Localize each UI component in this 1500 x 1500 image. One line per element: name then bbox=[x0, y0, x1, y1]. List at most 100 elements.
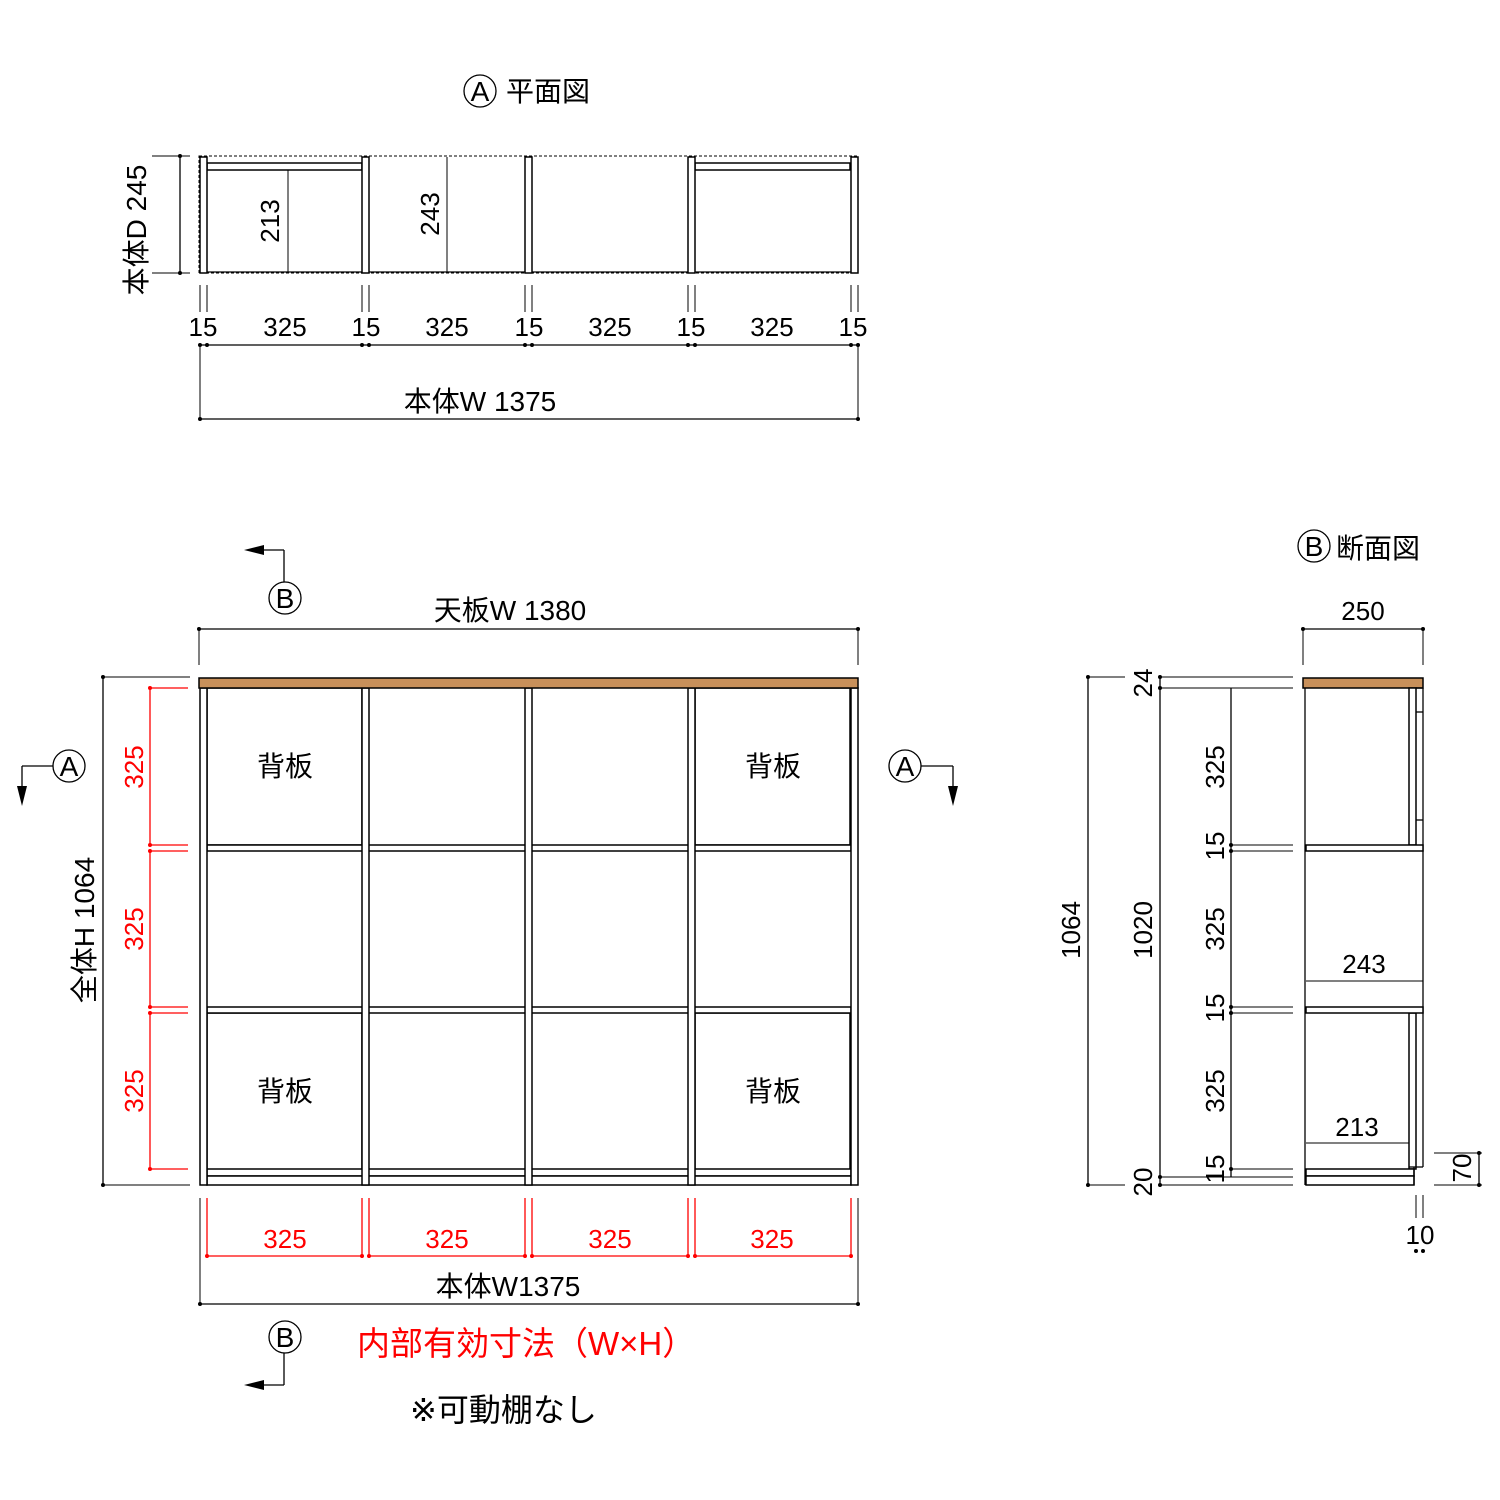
dimension-tick bbox=[693, 1254, 697, 1258]
dimension-tick bbox=[686, 1254, 690, 1258]
top-board bbox=[198, 677, 859, 689]
dimension-tick bbox=[148, 843, 152, 847]
dimension-tick bbox=[198, 1302, 202, 1306]
inner-height-3: 325 bbox=[119, 1069, 149, 1112]
plan-width-segment: 15 bbox=[189, 312, 218, 342]
side-panel bbox=[524, 687, 533, 1186]
arrow-icon bbox=[948, 786, 958, 806]
plan-width-segment: 325 bbox=[750, 312, 793, 342]
dimension-tick bbox=[148, 686, 152, 690]
dimension-tick bbox=[856, 417, 860, 421]
plan-depth-label: 本体D 245 bbox=[121, 165, 152, 296]
plan-width-segment: 15 bbox=[352, 312, 381, 342]
plinth bbox=[1305, 1175, 1415, 1186]
inner-dimension-note: 内部有効寸法（W×H） bbox=[357, 1325, 695, 1362]
dimension-tick bbox=[1477, 1183, 1481, 1187]
back-panel-label: 背板 bbox=[257, 1076, 313, 1107]
inner-width-4: 325 bbox=[750, 1224, 793, 1254]
view-mark-left: A bbox=[60, 751, 79, 782]
inner-height-1: 325 bbox=[119, 745, 149, 788]
dimension-tick bbox=[101, 675, 105, 679]
plan-width-segment: 15 bbox=[515, 312, 544, 342]
back-panel bbox=[694, 687, 851, 846]
dimension-tick bbox=[856, 627, 860, 631]
dimension-tick bbox=[1477, 1151, 1481, 1155]
plan-inner-back: 213 bbox=[255, 199, 285, 242]
back-panel-label: 背板 bbox=[257, 751, 313, 782]
dimension-tick bbox=[178, 271, 182, 275]
front-geometry bbox=[17, 545, 958, 1390]
dimension-tick bbox=[849, 343, 853, 347]
back-panel-strip bbox=[694, 162, 851, 171]
plan-title: 平面図 bbox=[506, 76, 590, 107]
dimension-tick bbox=[360, 1254, 364, 1258]
dimension-tick bbox=[101, 1183, 105, 1187]
section-depth-label: 250 bbox=[1341, 596, 1384, 626]
section-top-thickness: 24 bbox=[1128, 669, 1158, 698]
dimension-tick bbox=[360, 343, 364, 347]
plan-width-label: 本体W 1375 bbox=[404, 386, 557, 417]
shelf bbox=[1305, 1006, 1424, 1014]
section-mark: B bbox=[1305, 531, 1324, 562]
dimension-tick bbox=[205, 1254, 209, 1258]
dimension-tick bbox=[856, 1302, 860, 1306]
dimension-tick bbox=[178, 154, 182, 158]
no-adjustable-shelf-note: ※可動棚なし bbox=[410, 1392, 597, 1428]
plan-mark: A bbox=[471, 76, 490, 107]
section-stack-value: 325 bbox=[1200, 907, 1230, 950]
plan-width-segment: 325 bbox=[588, 312, 631, 342]
back-panel bbox=[1408, 1012, 1417, 1170]
dimension-tick bbox=[1421, 1249, 1425, 1253]
plan-geometry bbox=[152, 154, 859, 275]
section-body-height: 1020 bbox=[1128, 901, 1158, 959]
side-panel bbox=[199, 687, 208, 1186]
dimension-tick bbox=[367, 343, 371, 347]
dimension-tick bbox=[1421, 627, 1425, 631]
section-total-height: 1064 bbox=[1056, 901, 1086, 959]
dimension-tick bbox=[530, 343, 534, 347]
dimension-tick bbox=[205, 343, 209, 347]
bottom-shelf bbox=[1305, 1168, 1415, 1177]
side-panel bbox=[850, 687, 859, 1186]
section-stack-value: 325 bbox=[1200, 745, 1230, 788]
plan-width-segment: 325 bbox=[425, 312, 468, 342]
section-stack-value: 15 bbox=[1200, 1155, 1230, 1184]
shelf bbox=[1305, 844, 1424, 852]
side-panel bbox=[687, 156, 696, 274]
side-panel bbox=[361, 156, 370, 274]
dimension-tick bbox=[367, 1254, 371, 1258]
section-mark-circle bbox=[1297, 529, 1331, 563]
section-inner-full: 243 bbox=[1342, 949, 1385, 979]
dimension-tick bbox=[523, 1254, 527, 1258]
dimension-tick bbox=[1414, 1249, 1418, 1253]
dimension-tick bbox=[849, 1254, 853, 1258]
dimension-tick bbox=[198, 417, 202, 421]
section-mark-bottom: B bbox=[276, 1322, 295, 1353]
section-view: B 断面図 250 1064 1020 24 20 325 15 325 15 … bbox=[1056, 529, 1482, 1253]
inner-width-2: 325 bbox=[425, 1224, 468, 1254]
body-width-label: 本体W1375 bbox=[436, 1271, 581, 1302]
inner-width-3: 325 bbox=[588, 1224, 631, 1254]
plan-width-segment: 325 bbox=[263, 312, 306, 342]
section-stack-value: 15 bbox=[1200, 832, 1230, 861]
side-panel bbox=[199, 156, 208, 274]
back-panel bbox=[206, 1012, 363, 1171]
back-panel-strip bbox=[206, 162, 363, 171]
overall-height-label: 全体H 1064 bbox=[69, 857, 100, 1003]
view-mark-right: A bbox=[896, 751, 915, 782]
dimension-tick bbox=[530, 1254, 534, 1258]
section-stack-value: 325 bbox=[1200, 1069, 1230, 1112]
arrow-icon bbox=[244, 545, 264, 555]
view-mark-circle bbox=[463, 74, 497, 108]
back-setback: 10 bbox=[1406, 1220, 1435, 1250]
inner-width-1: 325 bbox=[263, 1224, 306, 1254]
dimension-tick bbox=[693, 343, 697, 347]
section-title: 断面図 bbox=[1336, 533, 1420, 564]
plan-width-segment: 15 bbox=[839, 312, 868, 342]
section-base-height: 20 bbox=[1128, 1168, 1158, 1197]
arrow-icon bbox=[244, 1380, 264, 1390]
dimension-tick bbox=[1301, 627, 1305, 631]
